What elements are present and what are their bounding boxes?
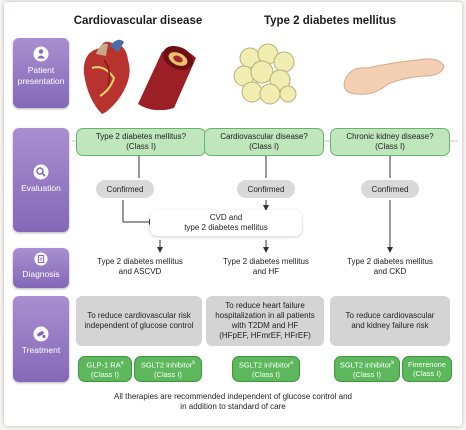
drug-sglt2-cvd-class: (Class I) — [154, 369, 182, 379]
eval-question-ckd-text: Chronic kidney disease? — [346, 132, 434, 141]
eval-question-cvd-class: (Class I) — [249, 142, 279, 151]
drug-finerenone: Finerenone (Class I) — [402, 356, 452, 382]
drug-sglt2-hf-class: (Class I) — [252, 369, 280, 379]
fat-cells-image — [233, 43, 297, 105]
drug-sglt2-hf: SGLT2 inhibitora (Class I) — [232, 356, 300, 382]
treatment-goal-ckd-line1: To reduce cardiovascular — [345, 311, 435, 320]
column-title-cvd: Cardiovascular disease — [73, 15, 203, 27]
footer-note: All therapies are recommended independen… — [0, 392, 466, 412]
patient-icon — [33, 46, 49, 62]
pancreas-image — [343, 58, 445, 95]
drug-finerenone-class: (Class I) — [413, 369, 441, 378]
row-label-presentation: Patient presentation — [13, 38, 69, 108]
diagnosis-ascvd-line1: Type 2 diabetes mellitus — [97, 257, 183, 266]
drug-glp1ra-class: (Class I) — [91, 369, 119, 379]
combined-line-2: type 2 diabetes mellitus — [184, 223, 268, 232]
footer-note-line1: All therapies are recommended independen… — [114, 392, 352, 401]
diagnosis-ckd: Type 2 diabetes mellitus and CKD — [330, 254, 450, 280]
treatment-goal-cv: To reduce cardiovascular risk independen… — [76, 296, 202, 346]
eval-question-t2dm: Type 2 diabetes mellitus? (Class I) — [76, 128, 206, 156]
diagnosis-ascvd-line2: and ASCVD — [118, 267, 162, 276]
row-label-diagnosis-text: Diagnosis — [22, 269, 60, 279]
confirmed-badge-3: Confirmed — [361, 180, 419, 198]
confirmed-badge-2: Confirmed — [237, 180, 295, 198]
diagnosis-hf-line1: Type 2 diabetes mellitus — [223, 257, 309, 266]
treatment-goal-ckd: To reduce cardiovascular and kidney fail… — [330, 296, 450, 346]
drug-finerenone-name: Finerenone — [408, 360, 446, 369]
treatment-goal-hf-line2: hospitalization in all patients — [215, 311, 315, 320]
diagnosis-ckd-line1: Type 2 diabetes mellitus — [347, 257, 433, 266]
t2dm-image-pancreas — [338, 48, 450, 100]
row-label-treatment: Treatment — [13, 296, 69, 382]
eval-question-t2dm-text: Type 2 diabetes mellitus? — [95, 132, 187, 141]
treatment-goal-hf-line3: with T2DM and HF — [231, 321, 299, 330]
drug-sglt2-ckd-name: SGLT2 inhibitorb — [339, 360, 395, 370]
drug-sglt2-ckd: SGLT2 inhibitorb (Class I) — [334, 356, 400, 382]
clipboard-icon — [34, 252, 48, 266]
t2dm-image-cells — [208, 38, 326, 110]
heart-image — [83, 39, 130, 114]
drug-glp1ra: GLP-1 RAa (Class I) — [78, 356, 132, 382]
eval-question-cvd: Cardiovascular disease? (Class I) — [204, 128, 324, 156]
row-label-evaluation-text: Evaluation — [21, 183, 61, 193]
artery-image — [134, 44, 202, 111]
diagnosis-hf: Type 2 diabetes mellitus and HF — [206, 254, 326, 280]
drug-sglt2-hf-name: SGLT2 inhibitora — [238, 360, 294, 370]
treatment-goal-hf-line1: To reduce heart failure — [225, 301, 305, 310]
treatment-goal-cv-line1: To reduce cardiovascular risk — [87, 311, 191, 320]
treatment-goal-hf: To reduce heart failure hospitalization … — [206, 296, 324, 346]
pills-icon — [33, 326, 49, 342]
drug-sglt2-cvd-name: SGLT2 inhibitorb — [140, 360, 196, 370]
eval-question-cvd-text: Cardiovascular disease? — [220, 132, 308, 141]
magnifier-icon — [33, 164, 49, 180]
confirmed-badge-1: Confirmed — [96, 180, 154, 198]
treatment-goal-ckd-line2: and kidney failure risk — [351, 321, 429, 330]
diagnosis-hf-line2: and HF — [252, 267, 280, 276]
diagnosis-ckd-line2: and CKD — [373, 267, 407, 276]
combined-cvd-t2dm: CVD and type 2 diabetes mellitus — [150, 210, 302, 236]
row-label-diagnosis: Diagnosis — [13, 248, 69, 288]
drug-glp1ra-name: GLP-1 RAa — [86, 360, 124, 370]
drug-sglt2-ckd-class: (Class I) — [353, 369, 381, 379]
eval-question-ckd-class: (Class I) — [375, 142, 405, 151]
eval-question-t2dm-class: (Class I) — [126, 142, 156, 151]
treatment-goal-cv-line2: independent of glucose control — [84, 321, 194, 330]
footer-note-line2: in addition to standard of care — [180, 402, 286, 411]
combined-line-1: CVD and — [209, 213, 243, 222]
diagnosis-ascvd: Type 2 diabetes mellitus and ASCVD — [80, 254, 200, 280]
treatment-goal-hf-line4: (HFpEF, HFmrEF, HFrEF) — [219, 331, 311, 340]
drug-sglt2-cvd: SGLT2 inhibitorb (Class I) — [134, 356, 202, 382]
column-title-t2dm: Type 2 diabetes mellitus — [263, 15, 397, 27]
row-label-presentation-text: Patient presentation — [17, 65, 65, 86]
eval-question-ckd: Chronic kidney disease? (Class I) — [330, 128, 450, 156]
row-label-evaluation: Evaluation — [13, 128, 69, 232]
row-label-treatment-text: Treatment — [21, 345, 61, 355]
